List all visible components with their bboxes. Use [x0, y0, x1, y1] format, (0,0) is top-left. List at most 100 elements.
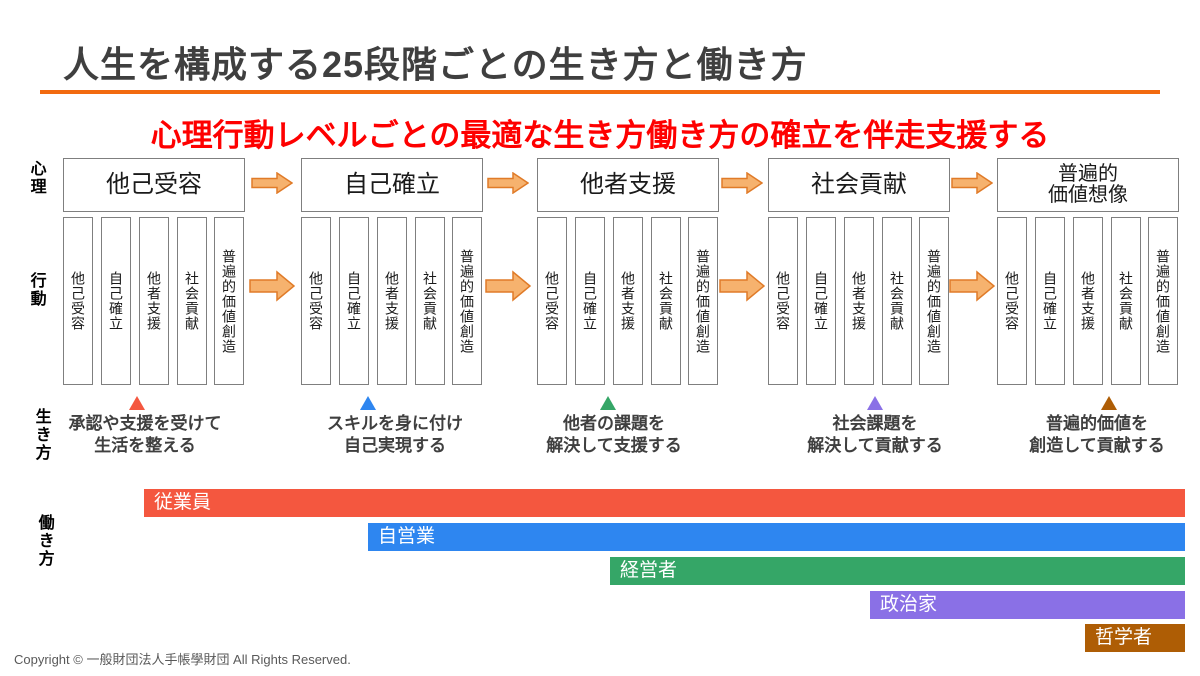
stage-header: 社会貢献: [768, 158, 950, 212]
right-arrow-icon: [485, 270, 532, 307]
behavior-box: 他己受容: [63, 217, 93, 385]
behavior-box-label: 自己確立: [813, 271, 829, 331]
living-caption-line: 解決して貢献する: [807, 436, 943, 455]
living-caption-line: 生活を整える: [94, 436, 196, 455]
living-caption-2: スキルを身に付け 自己実現する: [275, 413, 515, 457]
behavior-box-label: 自己確立: [582, 271, 598, 331]
right-arrow-icon: [949, 270, 996, 307]
stage-header: 他己受容: [63, 158, 245, 212]
behavior-box-label: 社会貢献: [1118, 271, 1134, 331]
behavior-box: 社会貢献: [882, 217, 912, 385]
triangle-up-icon: [600, 396, 616, 410]
triangle-up-icon: [360, 396, 376, 410]
triangle-up-icon: [867, 396, 883, 410]
right-arrow-icon: [487, 171, 530, 199]
behavior-box: 他者支援: [1073, 217, 1103, 385]
page-title: 人生を構成する25段階ごとの生き方と働き方: [63, 44, 808, 85]
stage-group-4: 社会貢献 他己受容 自己確立 他者支援 社会貢献 普遍的価値創造: [768, 158, 950, 386]
living-caption-line: 解決して支援する: [546, 436, 682, 455]
right-arrow-icon: [951, 171, 994, 199]
living-caption-line: 承認や支援を受けて: [68, 414, 222, 433]
behavior-box: 社会貢献: [651, 217, 681, 385]
behavior-box-label: 普遍的価値創造: [459, 248, 475, 354]
living-caption-line: 自己実現する: [344, 436, 446, 455]
behavior-box-label: 普遍的価値創造: [1155, 248, 1171, 354]
stage-group-2: 自己確立 他己受容 自己確立 他者支援 社会貢献 普遍的価値創造: [301, 158, 483, 386]
living-caption-line: 創造して貢献する: [1029, 436, 1165, 455]
behavior-box-label: 自己確立: [1042, 271, 1058, 331]
behavior-box-label: 他者支援: [620, 271, 636, 331]
behavior-box: 普遍的価値創造: [1148, 217, 1178, 385]
behavior-box-label: 普遍的価値創造: [926, 248, 942, 354]
behavior-box-label: 社会貢献: [889, 271, 905, 331]
row-label-psychology: 心理: [27, 160, 45, 196]
subtitle: 心理行動レベルごとの最適な生き方働き方の確立を伴走支援する: [150, 118, 1050, 153]
behavior-box: 他己受容: [997, 217, 1027, 385]
behavior-box: 自己確立: [1035, 217, 1065, 385]
living-caption-5: 普遍的価値を 創造して貢献する: [977, 413, 1200, 457]
behavior-box-label: 社会貢献: [658, 271, 674, 331]
behavior-box-label: 社会貢献: [422, 271, 438, 331]
behavior-box: 社会貢献: [177, 217, 207, 385]
behavior-box-label: 他者支援: [384, 271, 400, 331]
behavior-box: 自己確立: [575, 217, 605, 385]
row-label-living: 生き方: [32, 408, 50, 462]
living-caption-line: 他者の課題を: [563, 414, 665, 433]
right-arrow-icon: [721, 171, 764, 199]
work-bar-manager: 経営者: [610, 557, 1185, 585]
behavior-box: 他者支援: [844, 217, 874, 385]
living-caption-3: 他者の課題を 解決して支援する: [494, 413, 734, 457]
behavior-box: 普遍的価値創造: [214, 217, 244, 385]
living-caption-line: スキルを身に付け: [327, 414, 463, 433]
living-caption-line: 普遍的価値を: [1046, 414, 1148, 433]
behavior-box: 他己受容: [301, 217, 331, 385]
stage-header: 他者支援: [537, 158, 719, 212]
stage-header: 普遍的 価値想像: [997, 158, 1179, 212]
stage-group-3: 他者支援 他己受容 自己確立 他者支援 社会貢献 普遍的価値創造: [537, 158, 719, 386]
behavior-box: 社会貢献: [415, 217, 445, 385]
behavior-box-label: 普遍的価値創造: [221, 248, 237, 354]
copyright-text: Copyright © 一般財団法人手帳學財団 All Rights Reser…: [14, 652, 351, 667]
behavior-box: 他己受容: [537, 217, 567, 385]
work-bar-self-employed: 自営業: [368, 523, 1185, 551]
behavior-box: 自己確立: [806, 217, 836, 385]
behavior-box-label: 他己受容: [70, 271, 86, 331]
work-bar-politician: 政治家: [870, 591, 1185, 619]
behavior-box-label: 他者支援: [146, 271, 162, 331]
living-caption-1: 承認や支援を受けて 生活を整える: [25, 413, 265, 457]
stage-group-1: 他己受容 他己受容 自己確立 他者支援 社会貢献 普遍的価値創造: [63, 158, 245, 386]
behavior-box: 自己確立: [339, 217, 369, 385]
behavior-box-label: 他己受容: [1004, 271, 1020, 331]
right-arrow-icon: [719, 270, 766, 307]
living-caption-line: 社会課題を: [832, 414, 918, 433]
living-caption-4: 社会課題を 解決して貢献する: [755, 413, 995, 457]
behavior-box: 他者支援: [377, 217, 407, 385]
work-bar-employee: 従業員: [144, 489, 1185, 517]
behavior-box: 他己受容: [768, 217, 798, 385]
behavior-box: 自己確立: [101, 217, 131, 385]
behavior-box-label: 社会貢献: [184, 271, 200, 331]
right-arrow-icon: [249, 270, 296, 307]
behavior-box-label: 他者支援: [1080, 271, 1096, 331]
right-arrow-icon: [251, 171, 294, 199]
row-label-working: 働き方: [35, 514, 53, 568]
behavior-box-label: 他者支援: [851, 271, 867, 331]
behavior-box: 普遍的価値創造: [919, 217, 949, 385]
row-label-behavior: 行動: [27, 272, 45, 308]
behavior-box-label: 他己受容: [544, 271, 560, 331]
stage-group-5: 普遍的 価値想像 他己受容 自己確立 他者支援 社会貢献 普遍的価値創造: [997, 158, 1179, 386]
title-underline: [40, 90, 1160, 94]
triangle-up-icon: [1101, 396, 1117, 410]
behavior-box: 普遍的価値創造: [452, 217, 482, 385]
behavior-box: 他者支援: [139, 217, 169, 385]
triangle-up-icon: [129, 396, 145, 410]
behavior-box-label: 普遍的価値創造: [695, 248, 711, 354]
work-bar-philosopher: 哲学者: [1085, 624, 1185, 652]
behavior-box-label: 自己確立: [346, 271, 362, 331]
behavior-box-label: 自己確立: [108, 271, 124, 331]
behavior-box: 他者支援: [613, 217, 643, 385]
stage-header: 自己確立: [301, 158, 483, 212]
behavior-box: 社会貢献: [1111, 217, 1141, 385]
behavior-box-label: 他己受容: [775, 271, 791, 331]
